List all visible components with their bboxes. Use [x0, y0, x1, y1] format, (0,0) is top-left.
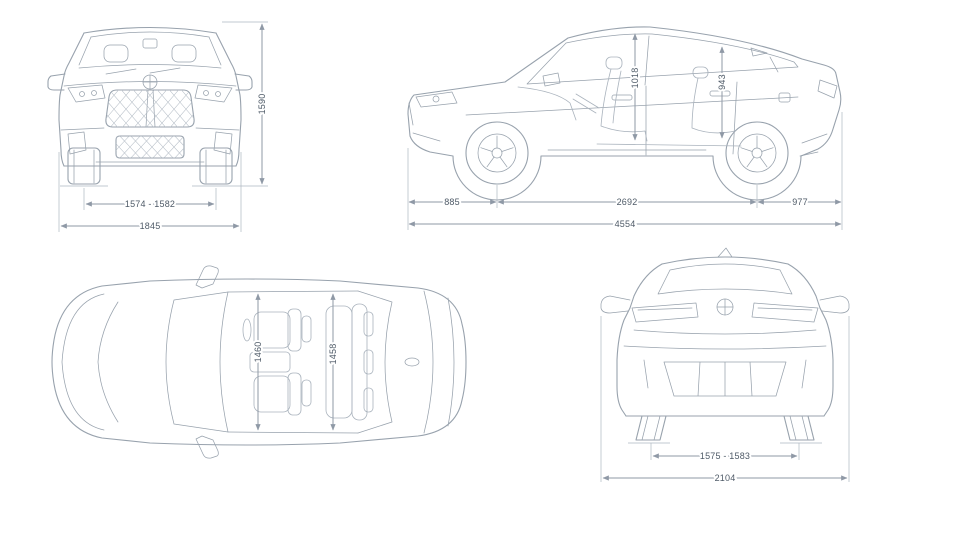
rear-car-outline: [600, 256, 850, 417]
side-mirror: [542, 72, 561, 87]
rear-left-mirror: [600, 295, 631, 314]
front-left-headrest: [103, 44, 129, 63]
bmw-roundel-logo: [142, 74, 158, 90]
antenna-fin-top: [404, 357, 420, 367]
top-view: 1460 1458: [51, 265, 467, 459]
door-handle-rear: [709, 90, 731, 97]
rear-car-details: [623, 247, 827, 444]
front-car-details: [60, 31, 240, 187]
dim-wheelbase: 2692: [617, 197, 638, 207]
rear-glass: [657, 263, 793, 295]
rear-dimensions: 1575 - 1583 2104: [600, 316, 850, 485]
dim-width-with-mirrors: 2104: [715, 473, 736, 483]
front-right-mirror: [234, 73, 253, 91]
side-taillight: [817, 79, 838, 99]
dim-front-headroom: 1018: [630, 68, 640, 89]
top-dimensions: 1460 1458: [251, 293, 340, 431]
door-handle-front: [611, 94, 633, 101]
kidney-grille: [105, 89, 195, 128]
rear-right-mirror: [819, 295, 850, 314]
antenna-fin-rear: [717, 247, 733, 258]
side-interior: [517, 56, 742, 147]
side-car-outline: [407, 26, 842, 201]
rear-view: 1575 - 1583 2104: [600, 247, 850, 485]
front-wheel: [465, 121, 529, 185]
front-dimensions: 1590 1574 - 1582 1845: [58, 21, 269, 233]
front-view: 1590 1574 - 1582 1845: [47, 21, 269, 233]
dim-overall-length: 4554: [615, 219, 636, 229]
dim-rear-overhang: 977: [792, 197, 808, 207]
windshield: [165, 291, 229, 433]
top-right-mirror: [195, 435, 219, 459]
front-left-mirror: [47, 73, 66, 91]
dim-front-overhang: 885: [444, 197, 460, 207]
top-interior: [242, 303, 374, 421]
dim-rear-headroom: 943: [717, 74, 727, 90]
steering-wheel: [242, 318, 252, 342]
rearview-mirror: [142, 38, 158, 49]
front-right-headrest: [171, 44, 197, 63]
dim-front-height: 1590: [257, 94, 267, 115]
top-car-outline: [51, 265, 467, 459]
rear-wheel: [725, 121, 789, 185]
dim-front-body-width: 1845: [140, 221, 161, 231]
rear-window: [357, 290, 393, 434]
dim-front-track: 1574 - 1582: [125, 199, 175, 209]
rear-seat-headrest: [692, 66, 709, 79]
front-car-outline: [47, 26, 253, 167]
side-car-details: [408, 33, 838, 185]
dim-rear-interior-width: 1458: [328, 344, 338, 365]
fuel-door: [778, 92, 791, 103]
side-windows: [526, 33, 799, 85]
dim-front-interior-width: 1460: [253, 342, 263, 363]
side-headlight: [415, 91, 458, 108]
bmw-roundel-logo-rear: [716, 298, 734, 316]
wipers: [105, 67, 181, 75]
rear-taillights: [631, 302, 819, 323]
antenna-fin: [750, 47, 768, 57]
top-car-details: [61, 290, 455, 434]
dim-rear-track: 1575 - 1583: [700, 451, 750, 461]
rear-diffuser: [663, 361, 787, 397]
top-left-mirror: [195, 265, 219, 289]
front-headlights: [67, 84, 233, 103]
side-dimensions: 1018 943 885 2692 977 4554: [407, 33, 843, 231]
rear-wheels: [635, 415, 815, 441]
front-wheels: [67, 147, 233, 185]
side-view: 1018 943 885 2692 977 4554: [407, 26, 843, 231]
front-seat-headrest: [605, 56, 623, 70]
